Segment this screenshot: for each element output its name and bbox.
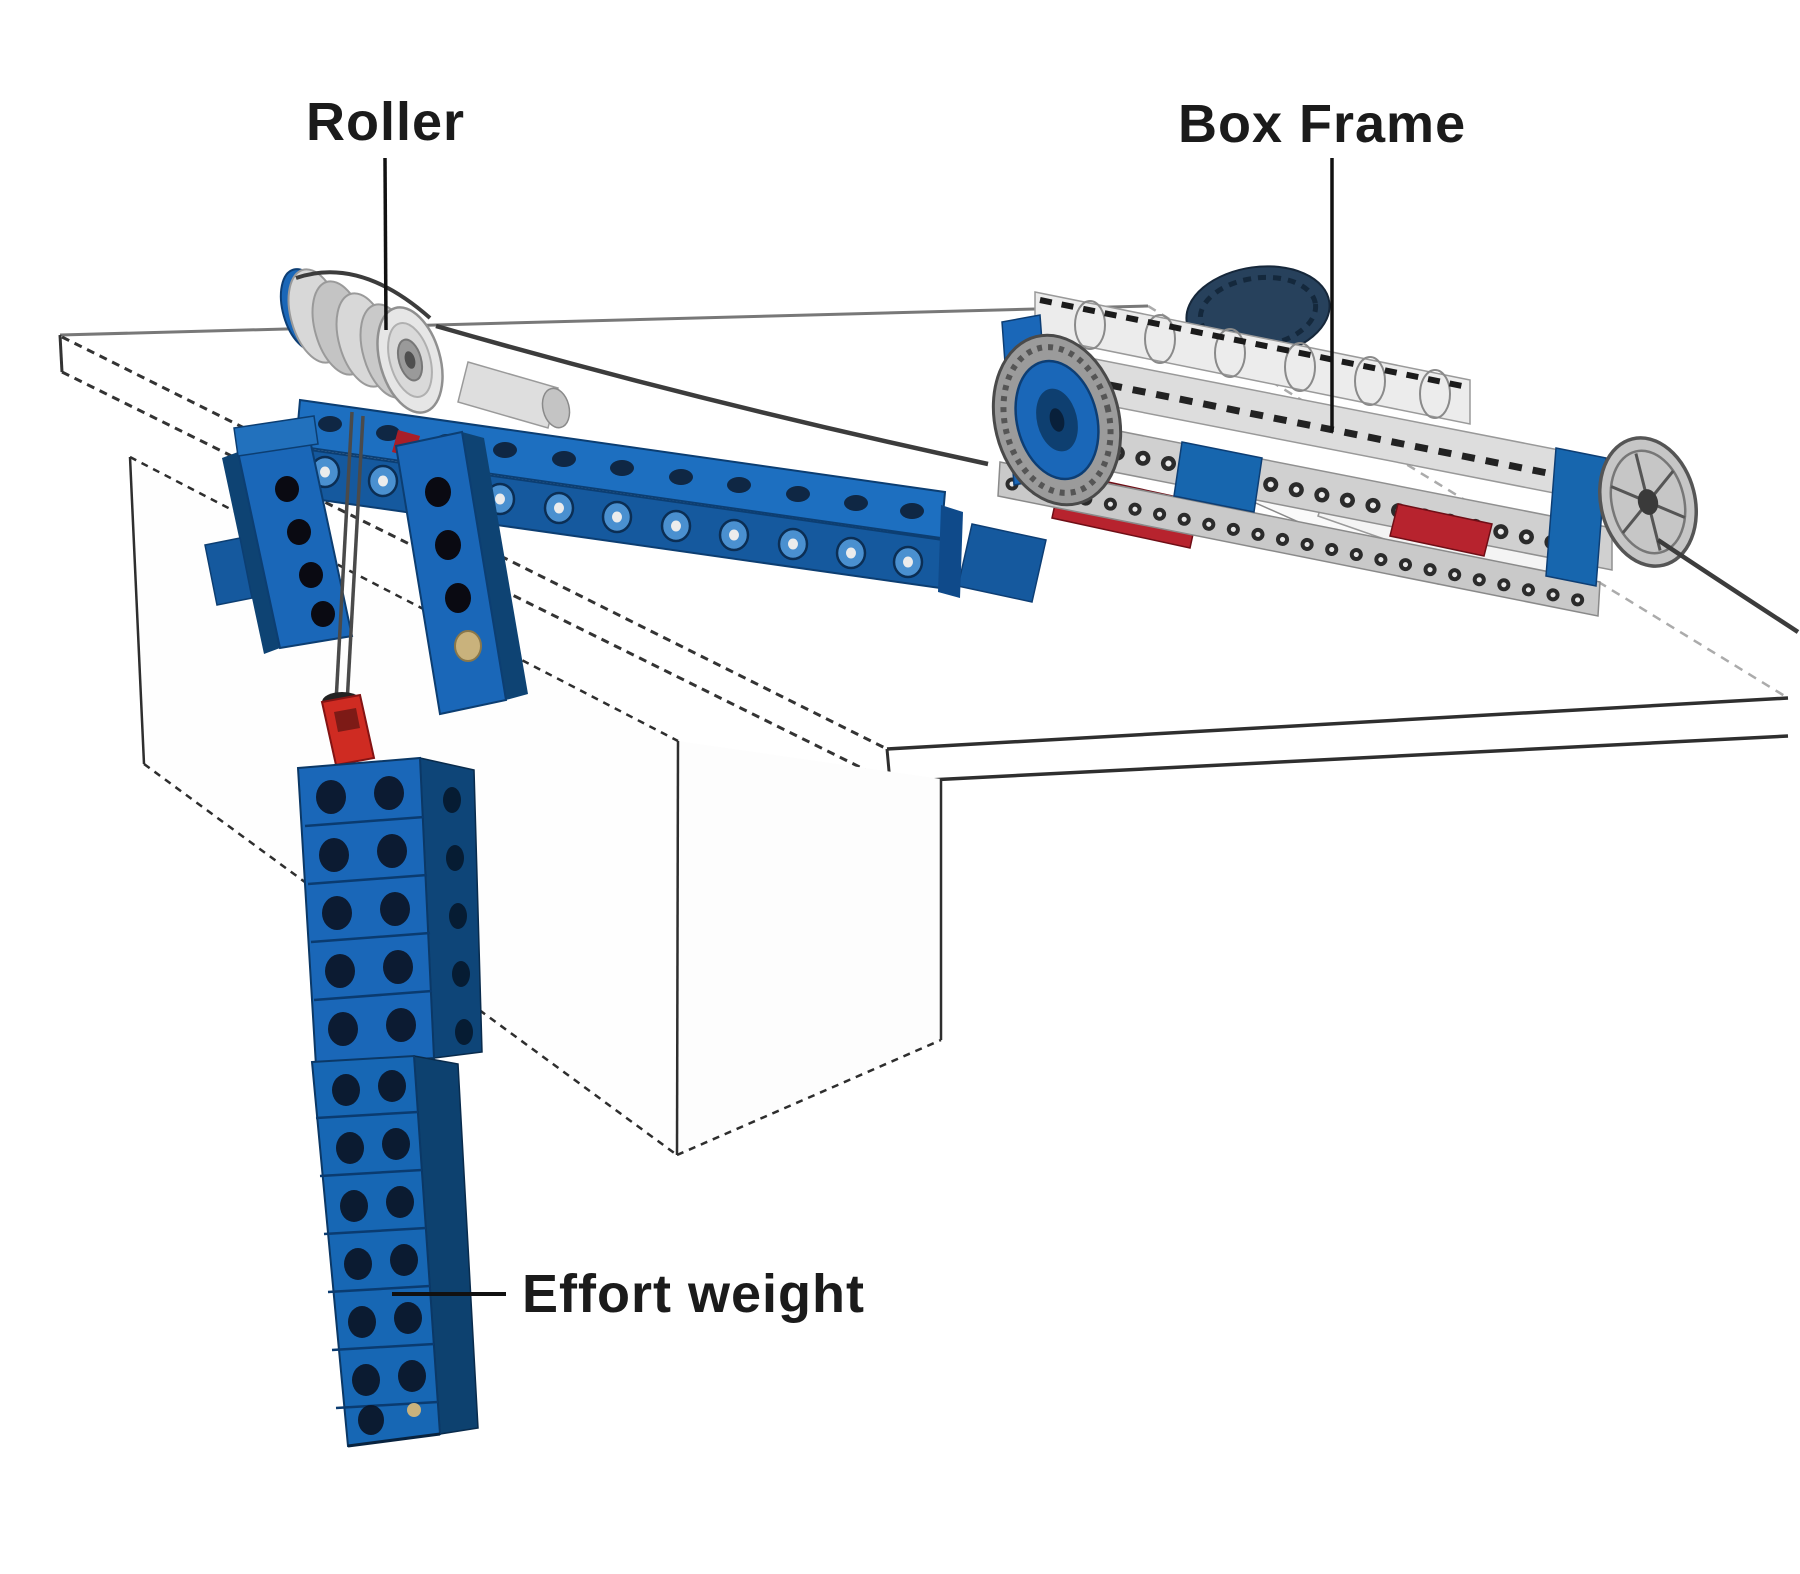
red-connector [320,692,376,767]
left-wheel [991,333,1123,507]
cart-top-rollers [1034,291,1471,425]
table-back-edge [59,304,1149,337]
label-effort-weight: Effort weight [522,1264,865,1324]
roller-assembly [204,268,963,716]
table-left-corner-edge [58,334,64,373]
cart-blue-foot [957,523,1047,603]
string-roller-to-cart [435,323,989,467]
cart-blue-right [1545,447,1607,587]
string-over-drum [295,270,432,320]
brace-beam [394,430,528,716]
axle-cap [541,387,571,429]
cart-blue-center [1173,441,1263,513]
string-trailing [1656,538,1800,634]
tan-pin [407,1403,421,1417]
clamp-side-block [204,537,253,606]
weight-upper-section [296,756,483,1068]
roller-drum [279,268,444,414]
cart-bottom-beam [997,461,1601,617]
table-slab-front-face [887,698,1788,782]
leader-line-roller [383,157,388,331]
label-box-frame: Box Frame [1178,94,1466,154]
pedestal-left-vertical-edge [128,456,146,765]
weight-lower-section [310,1054,479,1448]
right-wheel [1598,436,1698,568]
table-front-edge [886,696,1789,751]
beam-end-cap [938,505,963,598]
label-roller: Roller [306,92,465,152]
hanging-string [334,411,365,705]
box-frame-cart [957,265,1698,617]
axle-joiner [457,361,559,429]
pedestal-bottom-right-edge [676,1038,942,1157]
clamp-beam [222,415,354,654]
table-slab-bottom-front-edge [889,734,1789,784]
pedestal-front-vertical-edge [675,740,680,1156]
effort-weight-stack [296,692,483,1448]
cart-red-beam-2 [1389,503,1493,557]
annotations: Roller Box Frame Effort weight [306,92,1466,1324]
pedestal-right-face [677,741,941,1155]
